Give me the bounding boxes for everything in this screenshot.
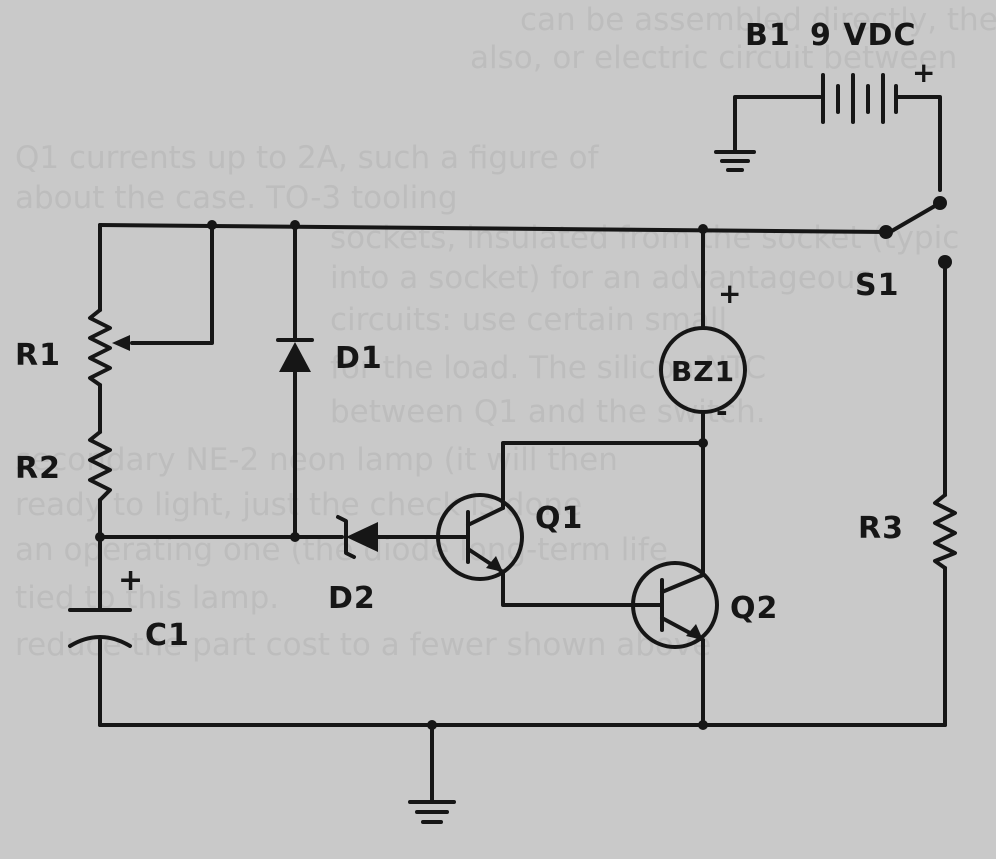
switch-label: S1 (855, 268, 899, 303)
buzzer-plus-sign: + (718, 277, 742, 310)
switch-s1: S1 (855, 196, 952, 303)
bg-line-1: can be assembled directly, the flash eff… (520, 2, 996, 38)
transistor-q1: Q1 (436, 493, 583, 581)
buzzer-label: BZ1 (671, 355, 735, 388)
battery-voltage: 9 VDC (810, 18, 916, 53)
bg-line-8: for the load. The silicon NTC (330, 350, 766, 386)
r1-wiper-arrow (112, 335, 130, 351)
buzzer-bz1: BZ1 + - (659, 277, 747, 428)
r1-label: R1 (15, 338, 61, 373)
junction-dots (95, 220, 708, 730)
r3-label: R3 (858, 511, 904, 546)
c1-plus-sign: + (118, 563, 144, 598)
bg-line-13: tied to this lamp. (15, 580, 279, 616)
resistor-r2: R2 (15, 430, 112, 502)
circuit-wiring (98, 223, 947, 802)
q2-label: Q2 (730, 591, 778, 626)
battery-ground-symbol (714, 150, 756, 172)
resistor-r1: R1 (15, 308, 130, 387)
bg-line-14: reduce the part cost to a fewer shown ab… (15, 627, 711, 663)
r2-label: R2 (15, 451, 61, 486)
bg-line-10: secondary NE-2 neon lamp (it will then (15, 442, 618, 478)
battery-b1: B1 9 VDC + (714, 18, 942, 192)
q1-label: Q1 (535, 501, 583, 536)
ground-symbol (408, 800, 456, 824)
resistor-r3: R3 (858, 493, 957, 570)
buzzer-minus-sign: - (716, 395, 729, 428)
capacitor-c1: + C1 (68, 563, 190, 653)
bg-line-3: Q1 currents up to 2A, such a figure of (15, 140, 600, 176)
c1-label: C1 (145, 618, 190, 653)
d2-label: D2 (328, 581, 376, 616)
zener-d2: D2 (328, 515, 378, 616)
bg-line-2: also, or electric circuit between (470, 40, 957, 76)
bg-line-6: into a socket) for an advantageous (330, 260, 872, 296)
battery-label: B1 (745, 18, 791, 53)
transistor-q2: Q2 (631, 561, 778, 649)
d1-label: D1 (335, 341, 383, 376)
bg-line-5: sockets, insulated from the socket (typi… (330, 220, 959, 256)
background-text: can be assembled directly, the flash eff… (15, 2, 996, 663)
bg-line-7: circuits: use certain small (330, 302, 727, 338)
diode-d1: D1 (276, 338, 383, 376)
battery-plus-sign: + (912, 56, 936, 89)
bg-line-4: about the case. TO-3 tooling (15, 180, 458, 216)
